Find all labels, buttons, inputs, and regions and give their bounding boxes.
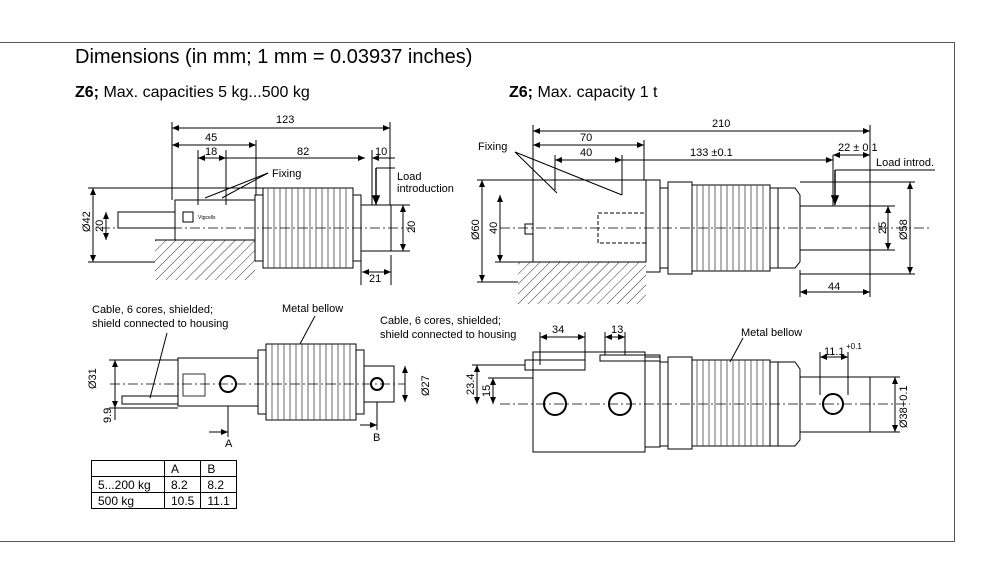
- cable-label-1: Cable, 6 cores, shielded;: [92, 304, 213, 316]
- dim-d27: Ø27: [420, 375, 432, 396]
- dim-15: 15: [481, 385, 493, 397]
- right-body-side: [532, 351, 646, 453]
- page-title: Dimensions (in mm; 1 mm = 0.03937 inches…: [75, 46, 473, 68]
- dim-20b: 20: [406, 221, 418, 233]
- dim-22: 22 ± 0.1: [838, 142, 878, 154]
- dim-d38: Ø38−0.1: [898, 385, 910, 428]
- right-body-side-step: [645, 356, 661, 448]
- load-introd-label: Load introd.: [876, 157, 934, 169]
- table-cell: 11.1: [200, 492, 237, 509]
- dim-18: 18: [205, 146, 217, 158]
- right-cable-side: [524, 359, 586, 371]
- right-side-collar: [667, 356, 693, 450]
- table-header-cell: A: [163, 460, 202, 477]
- dim-40: 40: [580, 147, 592, 159]
- left-mounting-hatch: [155, 240, 255, 280]
- dim-25: 25: [877, 222, 889, 234]
- right-bellow-label: Metal bellow: [741, 327, 802, 339]
- right-section-title: Z6; Max. capacity 1 t: [509, 84, 658, 102]
- dim-10: 10: [375, 146, 387, 158]
- dim-d60: Ø60: [470, 219, 482, 240]
- load-label-2: introduction: [397, 183, 454, 195]
- frame-bottom-border: [0, 541, 955, 542]
- dim-34: 34: [552, 324, 564, 336]
- table-cell: 8.2: [200, 476, 237, 493]
- right-cable-label-2: shield connected to housing: [380, 329, 516, 341]
- dim-d31: Ø31: [87, 368, 99, 389]
- left-top-view-labels: 123 45 18 82 10 21 Fixing Load introduct…: [81, 114, 454, 285]
- dim-9-9: 9.9: [102, 408, 114, 423]
- table-cell: 10.5: [163, 492, 202, 509]
- left-label-box: [182, 211, 194, 223]
- dim-11-1-tol: +0.1: [846, 342, 862, 351]
- right-top-view: [477, 125, 935, 304]
- dim-d58: Ø58: [898, 219, 910, 240]
- table-row: 500 kg 10.5 11.1: [91, 492, 237, 509]
- dim-20a: 20: [94, 220, 106, 232]
- right-mounting-hatch: [518, 262, 646, 304]
- dim-23-4: 23.4: [465, 374, 477, 395]
- capacity-dimension-table: A B 5...200 kg 8.2 8.2 500 kg 10.5 11.1: [91, 460, 237, 509]
- right-side-bellow-ribs: [696, 360, 764, 446]
- left-model-name: Z6;: [75, 84, 99, 101]
- dim-133: 133 ±0.1: [690, 147, 733, 159]
- load-label-1: Load: [397, 171, 421, 183]
- left-bottom-view-labels: Cable, 6 cores, shielded; shield connect…: [87, 303, 432, 450]
- table-header-row: A B: [91, 460, 237, 477]
- right-cable-label-1: Cable, 6 cores, shielded;: [380, 315, 501, 327]
- dim-13: 13: [611, 324, 623, 336]
- dim-70: 70: [580, 132, 592, 144]
- left-cable-side: [121, 395, 179, 405]
- frame-right-border: [954, 42, 955, 541]
- table-cell: 5...200 kg: [91, 476, 165, 493]
- right-bottom-view-labels: Cable, 6 cores, shielded; shield connect…: [380, 315, 910, 428]
- left-side-flange: [257, 349, 267, 415]
- dim-210: 210: [712, 118, 730, 130]
- left-top-view: [88, 122, 415, 285]
- left-section-title: Z6; Max. capacities 5 kg...500 kg: [75, 84, 310, 102]
- dim-11-1: 11.1: [824, 346, 845, 358]
- left-cable: [117, 211, 176, 229]
- dim-21: 21: [369, 273, 381, 285]
- bellow-label: Metal bellow: [282, 303, 343, 315]
- dim-40v: 40: [488, 222, 500, 234]
- section-a-label: A: [225, 438, 233, 450]
- right-side-load-end: [799, 376, 871, 433]
- cable-label-2: shield connected to housing: [92, 318, 228, 330]
- dim-123: 123: [276, 114, 294, 126]
- right-body: [532, 179, 647, 263]
- right-bottom-view: [472, 332, 910, 453]
- left-side-bellow: [265, 343, 357, 421]
- fixing-label: Fixing: [272, 168, 301, 180]
- dim-44: 44: [828, 281, 840, 293]
- right-model-name: Z6;: [509, 84, 533, 101]
- frame-top-border: [0, 42, 955, 43]
- left-body-side: [177, 357, 259, 407]
- dim-82: 82: [297, 146, 309, 158]
- left-side-bellow-ribs: [271, 344, 351, 420]
- left-capacity-text: Max. capacities 5 kg...500 kg: [99, 84, 310, 101]
- table-cell: 500 kg: [91, 492, 165, 509]
- dim-45: 45: [205, 132, 217, 144]
- right-cable-stub: [524, 223, 534, 235]
- left-bottom-view: [109, 315, 408, 437]
- brand-label: Vtgcells: [198, 215, 216, 221]
- right-side-bellow: [691, 359, 771, 447]
- right-body-step: [646, 179, 661, 273]
- table-header-cell: B: [200, 460, 237, 477]
- left-connector-box: [182, 373, 206, 397]
- right-fixing-label: Fixing: [478, 141, 507, 153]
- right-top-view-labels: 210 70 40 133 ±0.1 22 ± 0.1 Load introd.…: [470, 118, 934, 293]
- right-capacity-text: Max. capacity 1 t: [533, 84, 658, 101]
- section-b-label: B: [373, 432, 380, 444]
- table-row: 5...200 kg 8.2 8.2: [91, 476, 237, 493]
- left-side-flange-2: [355, 349, 365, 415]
- table-header-cell: [91, 460, 165, 477]
- table-cell: 8.2: [163, 476, 202, 493]
- right-side-cover: [599, 354, 661, 362]
- dim-d42: Ø42: [81, 211, 93, 232]
